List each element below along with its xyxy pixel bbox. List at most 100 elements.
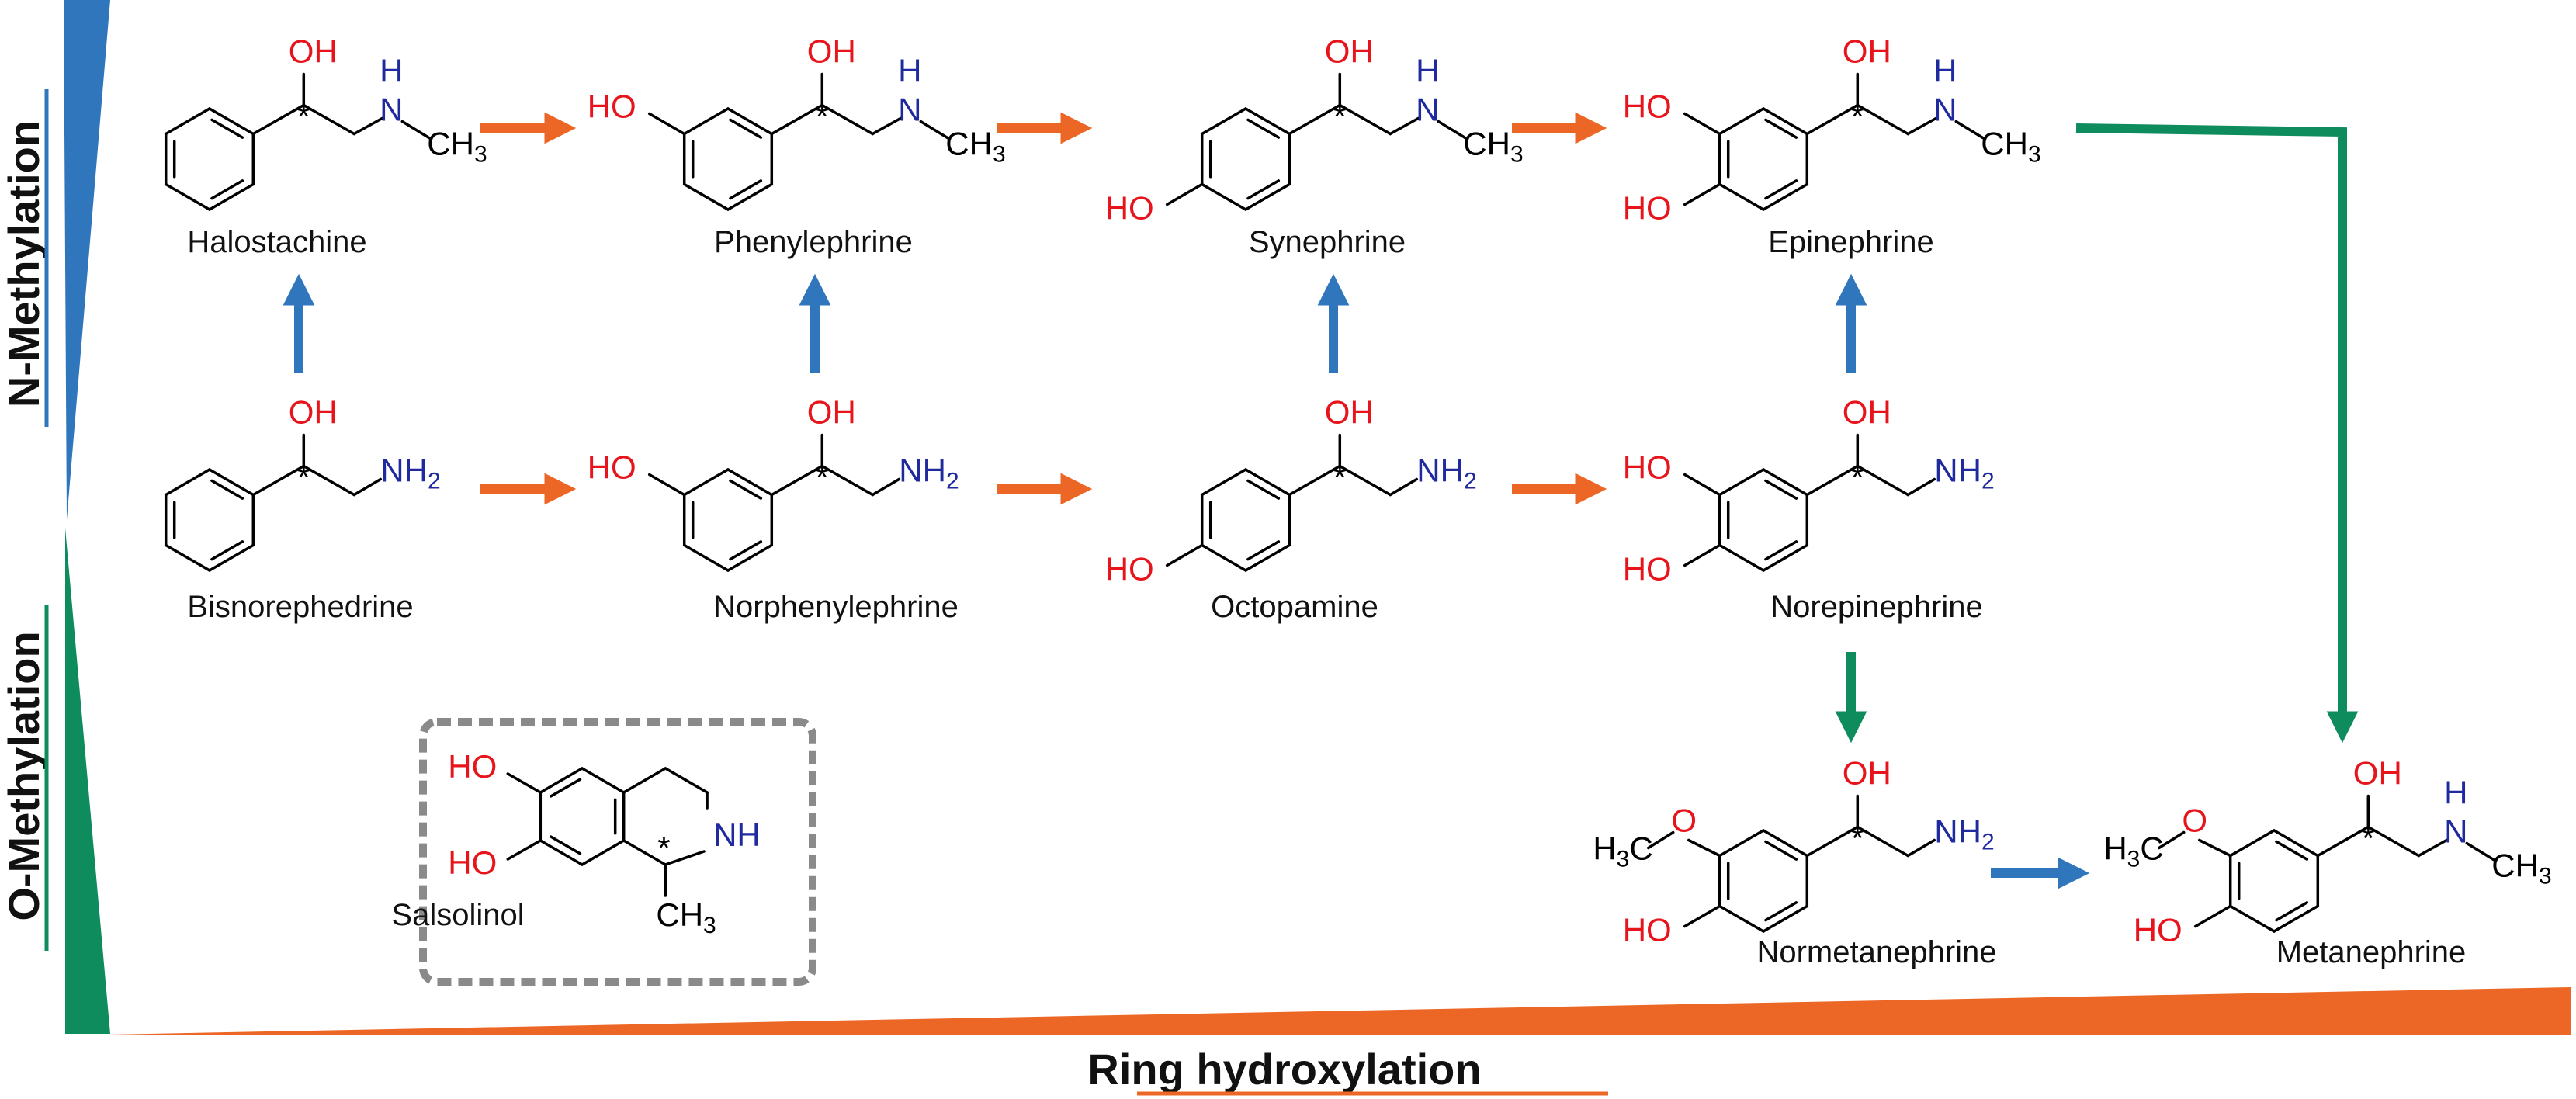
para-hydroxyl-label: HO xyxy=(1105,551,1154,588)
amino-label: NH2 xyxy=(1934,813,1994,855)
n-methyl-bond xyxy=(1437,120,1468,140)
amine-hydrogen: H xyxy=(380,53,403,89)
n-methyl-bond xyxy=(919,120,951,140)
hydroxyl-bond xyxy=(506,839,543,861)
bisnorephedrine-name: Bisnorephedrine xyxy=(187,590,413,624)
ring-bond xyxy=(726,543,774,572)
chain-bond xyxy=(352,116,384,136)
arrow-epinephrine-to-metanephrine xyxy=(2075,123,2359,744)
hydroxyl-bond xyxy=(1165,543,1204,567)
phenylephrine-name: Phenylephrine xyxy=(714,225,913,259)
norphenylephrine-name: Norphenylephrine xyxy=(713,590,959,624)
aromatic-ring-bond xyxy=(581,767,626,794)
chain-bond xyxy=(302,103,356,136)
methyl-label: CH3 xyxy=(427,126,487,168)
chain-bond xyxy=(871,477,901,497)
amino-label: NH2 xyxy=(1934,452,1994,494)
o-methylation-arrows xyxy=(1835,123,2359,744)
ring-bond xyxy=(164,543,211,572)
amine-nitrogen: N xyxy=(1416,92,1439,128)
hydroxyl-bond xyxy=(1683,112,1721,136)
chain-bond xyxy=(251,103,306,136)
synephrine-name: Synephrine xyxy=(1249,225,1406,259)
para-hydroxyl-label: HO xyxy=(1623,551,1672,588)
para-hydroxyl-label: HO xyxy=(1623,190,1672,227)
double-bond-inner xyxy=(729,118,763,139)
double-bond-inner xyxy=(2275,901,2309,922)
amine-nitrogen: N xyxy=(2444,813,2467,850)
hydroxyl-bond xyxy=(1683,904,1721,928)
stereocenter-mark: * xyxy=(657,830,670,866)
hydroxyl-bond xyxy=(1683,182,1721,206)
ring-bond xyxy=(1718,543,1765,572)
double-bond-inner xyxy=(210,118,244,139)
double-bond-inner xyxy=(729,540,763,561)
ring-bond xyxy=(1762,182,1809,211)
ring-nitrogen: NH xyxy=(713,816,761,853)
n-methylation-label: N-Methylation xyxy=(0,120,48,407)
methyl-label: CH3 xyxy=(656,896,716,938)
stereocenter-mark: * xyxy=(297,459,310,496)
double-bond-inner xyxy=(210,179,244,200)
chain-bond xyxy=(2366,825,2421,858)
norepinephrine-name: Norepinephrine xyxy=(1770,590,1983,624)
hydroxyl-label: OH xyxy=(289,394,338,431)
para-hydroxyl-label: HO xyxy=(1623,912,1672,948)
ring-bond xyxy=(208,182,255,211)
ring-bond xyxy=(1244,107,1291,136)
double-bond-inner xyxy=(1764,479,1798,500)
hydroxyl-bond xyxy=(506,772,543,794)
hydroxyl-bond xyxy=(647,473,686,497)
double-bond-inner xyxy=(1764,540,1798,561)
double-bond-inner xyxy=(1764,118,1798,139)
stereocenter-mark: * xyxy=(816,99,828,135)
ring-bond xyxy=(682,107,730,136)
ring-bond xyxy=(208,468,255,497)
octopamine-name: Octopamine xyxy=(1211,590,1378,624)
hydroxyl-label: OH xyxy=(1843,33,1891,70)
ring-bond xyxy=(164,107,211,136)
salsolinol-name: Salsolinol xyxy=(391,898,524,932)
halostachine-name: Halostachine xyxy=(187,225,366,259)
methoxy-bond xyxy=(2197,838,2232,858)
ring-bond xyxy=(164,182,211,211)
metanephrine-name: Metanephrine xyxy=(2276,935,2467,969)
ring-bond xyxy=(1762,829,1809,858)
chain-bond xyxy=(352,477,383,497)
chain-bond xyxy=(1288,103,1342,136)
hydroxyl-label-7: HO xyxy=(448,844,497,881)
ring-bond xyxy=(682,468,730,497)
epinephrine-name: Epinephrine xyxy=(1768,225,1934,259)
chain-bond xyxy=(1389,477,1419,497)
ring-bond xyxy=(2273,904,2320,933)
ring-bond xyxy=(726,182,774,211)
double-bond-inner xyxy=(210,479,244,500)
ring-bond xyxy=(2273,829,2320,858)
amino-label: NH2 xyxy=(899,452,959,494)
hydroxyl-label: OH xyxy=(1843,394,1891,431)
chain-bond xyxy=(820,103,875,136)
chain-bond xyxy=(1805,103,1860,136)
ring-bond xyxy=(1718,468,1765,497)
amine-hydrogen: H xyxy=(1416,53,1439,89)
double-bond-inner xyxy=(210,540,244,561)
stereocenter-mark: * xyxy=(297,99,310,135)
chain-bond xyxy=(770,103,824,136)
chain-bond xyxy=(302,464,356,497)
double-bond-inner xyxy=(1246,540,1281,561)
chain-bond xyxy=(1288,464,1342,497)
chain-bond xyxy=(1906,838,1936,858)
amine-nitrogen: N xyxy=(380,92,403,128)
stereocenter-mark: * xyxy=(1333,99,1346,135)
stereocenter-mark: * xyxy=(1851,99,1864,135)
ring-bond xyxy=(726,468,774,497)
hydroxyl-bond xyxy=(2193,904,2232,928)
